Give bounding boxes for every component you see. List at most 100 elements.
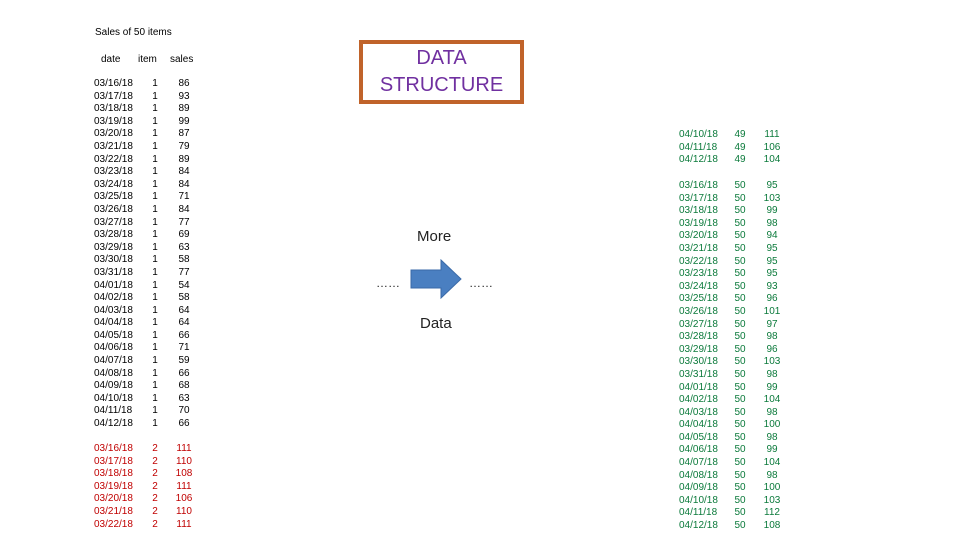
table-cell: 50	[734, 268, 746, 280]
table-cell: 1	[152, 254, 158, 266]
table-cell: 03/17/18	[679, 192, 718, 204]
table-cell: 04/05/18	[94, 329, 133, 341]
table-cell: 04/11/18	[679, 141, 718, 153]
table-cell: 03/22/18	[679, 255, 718, 267]
table-cell: 50	[734, 305, 746, 317]
table-cell: 1	[152, 304, 158, 316]
table-cell: 50	[734, 318, 746, 330]
table-cell: 98	[766, 431, 778, 443]
table-cell: 03/28/18	[679, 331, 718, 343]
table-cell: 66	[178, 367, 190, 379]
table-cell: 108	[175, 468, 193, 480]
table-cell: 50	[734, 368, 746, 380]
table-cell: 104	[763, 457, 781, 469]
table-cell: 77	[178, 216, 190, 228]
table-cell: 03/24/18	[94, 178, 133, 190]
table-cell: 03/19/18	[679, 217, 718, 229]
table-cell: 04/06/18	[94, 342, 133, 354]
table-cell: 04/05/18	[679, 431, 718, 443]
table-cell: 04/04/18	[679, 419, 718, 431]
table-cell: 66	[178, 329, 190, 341]
table-cell: 99	[766, 205, 778, 217]
table-cell: 49	[734, 154, 746, 166]
table-cell: 04/10/18	[679, 129, 718, 140]
table-cell: 63	[178, 392, 190, 404]
table-cell: 04/01/18	[679, 381, 718, 393]
table-cell: 111	[176, 443, 192, 454]
table-cell: 03/18/18	[94, 468, 133, 480]
table-cell: 50	[734, 180, 746, 191]
box-line2: STRUCTURE	[379, 74, 504, 96]
table-cell: 03/30/18	[679, 356, 718, 368]
table-cell: 103	[763, 356, 781, 368]
table-cell: 50	[734, 507, 746, 519]
table-cell: 1	[152, 128, 158, 140]
header-date: date	[101, 54, 121, 65]
table-cell: 59	[178, 355, 190, 367]
table-cell: 95	[766, 242, 778, 254]
table-cell: 50	[734, 217, 746, 229]
table-cell: 03/29/18	[679, 343, 718, 355]
table-cell: 04/03/18	[679, 406, 718, 418]
table-cell: 66	[178, 418, 190, 430]
table-cell: 99	[178, 115, 190, 127]
table-cell: 50	[734, 331, 746, 343]
table-cell: 03/23/18	[94, 166, 133, 178]
table-cell: 1	[152, 418, 158, 430]
table-cell: 50	[734, 444, 746, 456]
right-arrow-icon	[410, 259, 462, 299]
table-cell: 04/08/18	[94, 367, 133, 379]
table-cell: 1	[152, 392, 158, 404]
table-cell: 1	[152, 153, 158, 165]
table-cell: 95	[766, 268, 778, 280]
table-cell: 63	[178, 241, 190, 253]
table-cell: 03/25/18	[679, 293, 718, 305]
table-cell: 03/18/18	[94, 103, 133, 115]
table-cell: 89	[178, 103, 190, 115]
table-cell: 04/09/18	[94, 380, 133, 392]
table-cell: 1	[152, 292, 158, 304]
table-cell: 1	[152, 216, 158, 228]
table-cell: 54	[178, 279, 190, 291]
table-cell: 49	[734, 141, 746, 153]
table-cell: 03/31/18	[94, 266, 133, 278]
table-cell: 04/12/18	[679, 154, 718, 166]
table-cell: 03/20/18	[94, 128, 133, 140]
table-cell: 50	[734, 494, 746, 506]
table-cell: 106	[763, 141, 781, 153]
table-cell: 1	[152, 380, 158, 392]
table-cell: 03/20/18	[679, 230, 718, 242]
dots-right: ……	[469, 276, 493, 290]
table-cell: 03/25/18	[94, 191, 133, 203]
table-cell: 50	[734, 394, 746, 406]
data-label: Data	[420, 315, 452, 332]
table-cell: 04/11/18	[679, 507, 718, 519]
table-cell: 1	[152, 355, 158, 367]
table-cell: 04/04/18	[94, 317, 133, 329]
table-cell: 03/30/18	[94, 254, 133, 266]
table-cell: 03/19/18	[94, 480, 133, 492]
table-cell: 69	[178, 229, 190, 241]
table-cell: 50	[734, 255, 746, 267]
table-cell: 106	[175, 493, 193, 505]
table-cell: 1	[152, 78, 158, 89]
table-cell: 58	[178, 254, 190, 266]
table-cell: 03/26/18	[94, 203, 133, 215]
table-cell: 04/03/18	[94, 304, 133, 316]
table-cell: 03/18/18	[679, 205, 718, 217]
table-cell: 1	[152, 241, 158, 253]
table-cell: 108	[763, 520, 781, 532]
table-cell: 2	[152, 505, 158, 517]
table-cell: 84	[178, 203, 190, 215]
table-cell: 103	[763, 494, 781, 506]
table-cell: 1	[152, 103, 158, 115]
table-cell: 58	[178, 292, 190, 304]
table-cell: 03/16/18	[94, 78, 133, 89]
